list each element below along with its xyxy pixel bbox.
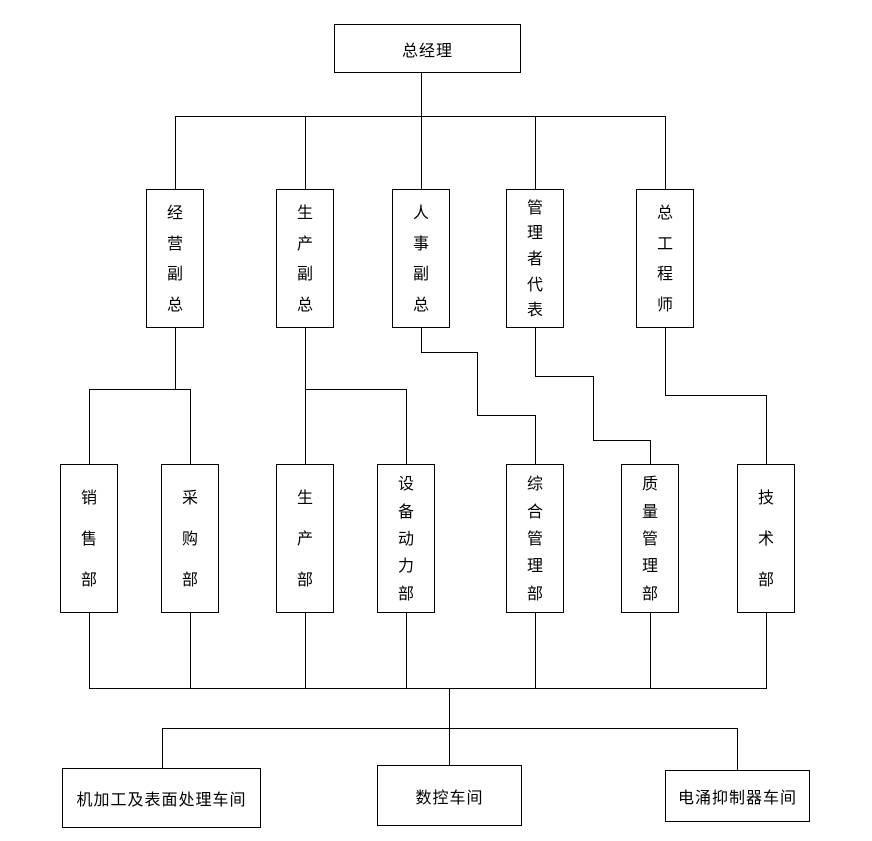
node-surge-suppressor-workshop: 电涌抑制器车间 xyxy=(665,770,810,822)
connector-line xyxy=(650,440,651,464)
connector-line xyxy=(421,352,477,353)
node-production-dept: 生产部 xyxy=(276,464,334,613)
connector-line xyxy=(190,613,191,688)
connector-line xyxy=(535,328,536,376)
connector-line xyxy=(665,328,666,395)
node-general-management-dept: 综合管理部 xyxy=(506,464,564,613)
connector-line xyxy=(89,688,767,689)
connector-line xyxy=(766,613,767,688)
connector-line xyxy=(421,73,422,116)
node-quality-management-dept: 质量管理部 xyxy=(621,464,679,613)
connector-line xyxy=(449,688,450,765)
connector-line xyxy=(650,613,651,688)
node-general-manager: 总经理 xyxy=(334,24,521,73)
connector-line xyxy=(175,328,176,389)
node-hr-vice-president: 人事副总 xyxy=(392,189,450,328)
connector-line xyxy=(535,613,536,688)
node-business-vice-president: 经营副总 xyxy=(146,189,204,328)
connector-line xyxy=(665,116,666,189)
connector-line xyxy=(766,395,767,464)
connector-line xyxy=(535,116,536,189)
connector-line xyxy=(535,415,536,464)
node-machining-surface-treatment-workshop: 机加工及表面处理车间 xyxy=(62,768,261,828)
connector-line xyxy=(162,728,738,729)
connector-line xyxy=(305,613,306,688)
connector-line xyxy=(162,728,163,768)
node-chief-engineer: 总工程师 xyxy=(636,189,694,328)
connector-line xyxy=(593,376,594,440)
connector-line xyxy=(535,376,593,377)
node-management-representative: 管理者代表 xyxy=(506,189,564,328)
connector-line xyxy=(421,328,422,352)
connector-line xyxy=(737,728,738,770)
connector-line xyxy=(89,389,90,464)
connector-line xyxy=(665,395,766,396)
connector-line xyxy=(305,116,306,189)
connector-line xyxy=(175,116,176,189)
connector-line xyxy=(406,613,407,688)
connector-line xyxy=(477,415,535,416)
node-cnc-workshop: 数控车间 xyxy=(377,765,522,826)
connector-line xyxy=(89,613,90,688)
connector-line xyxy=(305,328,306,464)
connector-line xyxy=(477,352,478,415)
node-production-vice-president: 生产副总 xyxy=(276,189,334,328)
connector-line xyxy=(406,389,407,464)
connector-line xyxy=(190,389,191,464)
connector-line xyxy=(593,440,650,441)
node-purchasing-dept: 采购部 xyxy=(161,464,219,613)
node-equipment-power-dept: 设备动力部 xyxy=(377,464,435,613)
node-technology-dept: 技术部 xyxy=(737,464,795,613)
connector-line xyxy=(89,389,191,390)
connector-line xyxy=(175,116,666,117)
connector-line xyxy=(305,389,406,390)
node-sales-dept: 销售部 xyxy=(60,464,118,613)
connector-line xyxy=(421,116,422,189)
